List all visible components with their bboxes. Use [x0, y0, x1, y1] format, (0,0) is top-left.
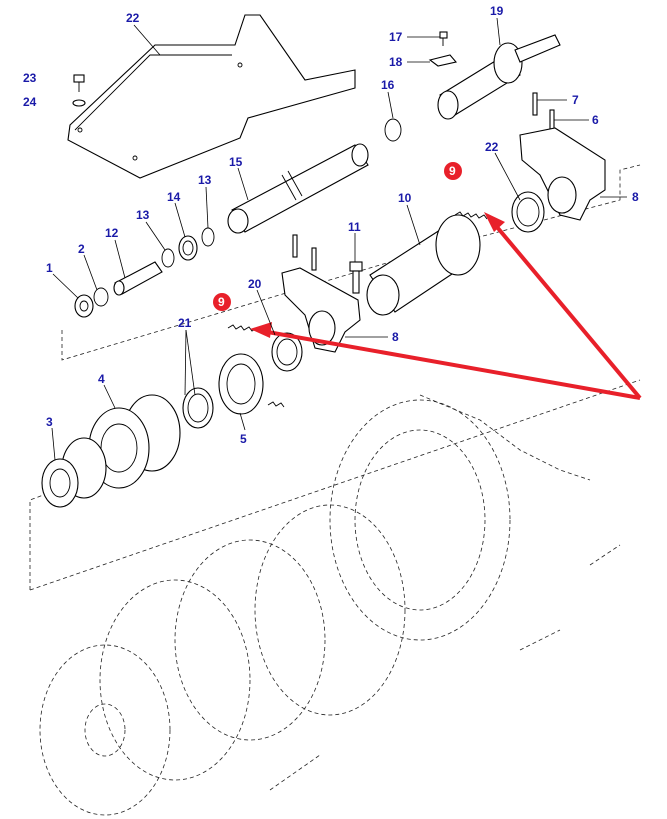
label-23: 23	[23, 71, 37, 85]
label-14: 14	[167, 190, 181, 204]
ring-part-20	[271, 332, 303, 372]
label-11: 11	[348, 220, 361, 234]
assembly-boundary	[29, 164, 641, 591]
label-17: 17	[389, 30, 403, 44]
label-2: 2	[78, 242, 85, 256]
screw-part-17	[439, 31, 448, 46]
leader-lines	[51, 17, 627, 461]
washer-part-24	[72, 99, 86, 107]
collar-part-3	[41, 437, 107, 508]
label-19: 19	[490, 4, 504, 18]
bracket-part-8-upper	[519, 127, 606, 221]
label-22-ring: 22	[485, 140, 499, 154]
ring-part-22	[511, 191, 545, 233]
label-8-upper: 8	[632, 190, 639, 204]
label-15: 15	[229, 155, 243, 169]
label-6: 6	[592, 113, 599, 127]
sleeve-part-10	[366, 214, 481, 316]
ring-part-2	[93, 287, 109, 307]
pin-part-7	[532, 92, 538, 116]
shaft-part-12	[113, 261, 163, 296]
bracket-part-8-lower	[281, 267, 361, 353]
ring-part-13-upper	[201, 227, 215, 247]
label-10: 10	[398, 191, 412, 205]
highlight-badge-9-upper: 9	[444, 162, 462, 180]
label-8-lower: 8	[392, 330, 399, 344]
rings-part-21	[182, 387, 214, 429]
release-bearing-part-5	[218, 353, 285, 415]
callout-arrows	[250, 212, 642, 400]
part-labels: 22 17 19 18 23 24 16 7 6 22 8 15 13 14 1…	[23, 4, 639, 446]
highlight-badge-9-lower: 9	[213, 293, 231, 311]
ring-part-13-lower	[161, 248, 175, 268]
plate-part-22	[67, 14, 356, 179]
label-22-plate: 22	[126, 11, 140, 25]
pins-lower-bracket	[292, 234, 317, 271]
label-24: 24	[23, 95, 37, 109]
bolt-part-23	[73, 74, 85, 92]
badge-label-9-lower: 9	[218, 295, 225, 309]
label-20: 20	[248, 277, 262, 291]
housing-part-4	[88, 394, 181, 489]
shaft-part-15	[227, 143, 369, 234]
label-21: 21	[178, 316, 192, 330]
bearing-part-14	[178, 235, 198, 261]
badge-label-9-upper: 9	[449, 164, 456, 178]
snap-ring-part-16	[384, 118, 402, 142]
spring-part-9-lower	[227, 324, 258, 332]
label-16: 16	[381, 78, 395, 92]
label-3: 3	[46, 415, 53, 429]
label-18: 18	[389, 55, 403, 69]
label-4: 4	[98, 372, 105, 386]
label-12: 12	[105, 226, 119, 240]
label-13-upper: 13	[198, 173, 212, 187]
gear-shaft-part-19	[437, 34, 561, 120]
label-1: 1	[46, 261, 53, 275]
seal-part-1	[74, 294, 94, 318]
lock-plate-part-18	[428, 54, 458, 67]
label-7: 7	[572, 93, 579, 107]
clutch-assembly-dashed	[39, 394, 621, 816]
label-13-lower: 13	[136, 208, 150, 222]
bolt-part-11	[349, 261, 363, 294]
spring-part-9-upper	[454, 211, 488, 220]
label-5: 5	[240, 432, 247, 446]
